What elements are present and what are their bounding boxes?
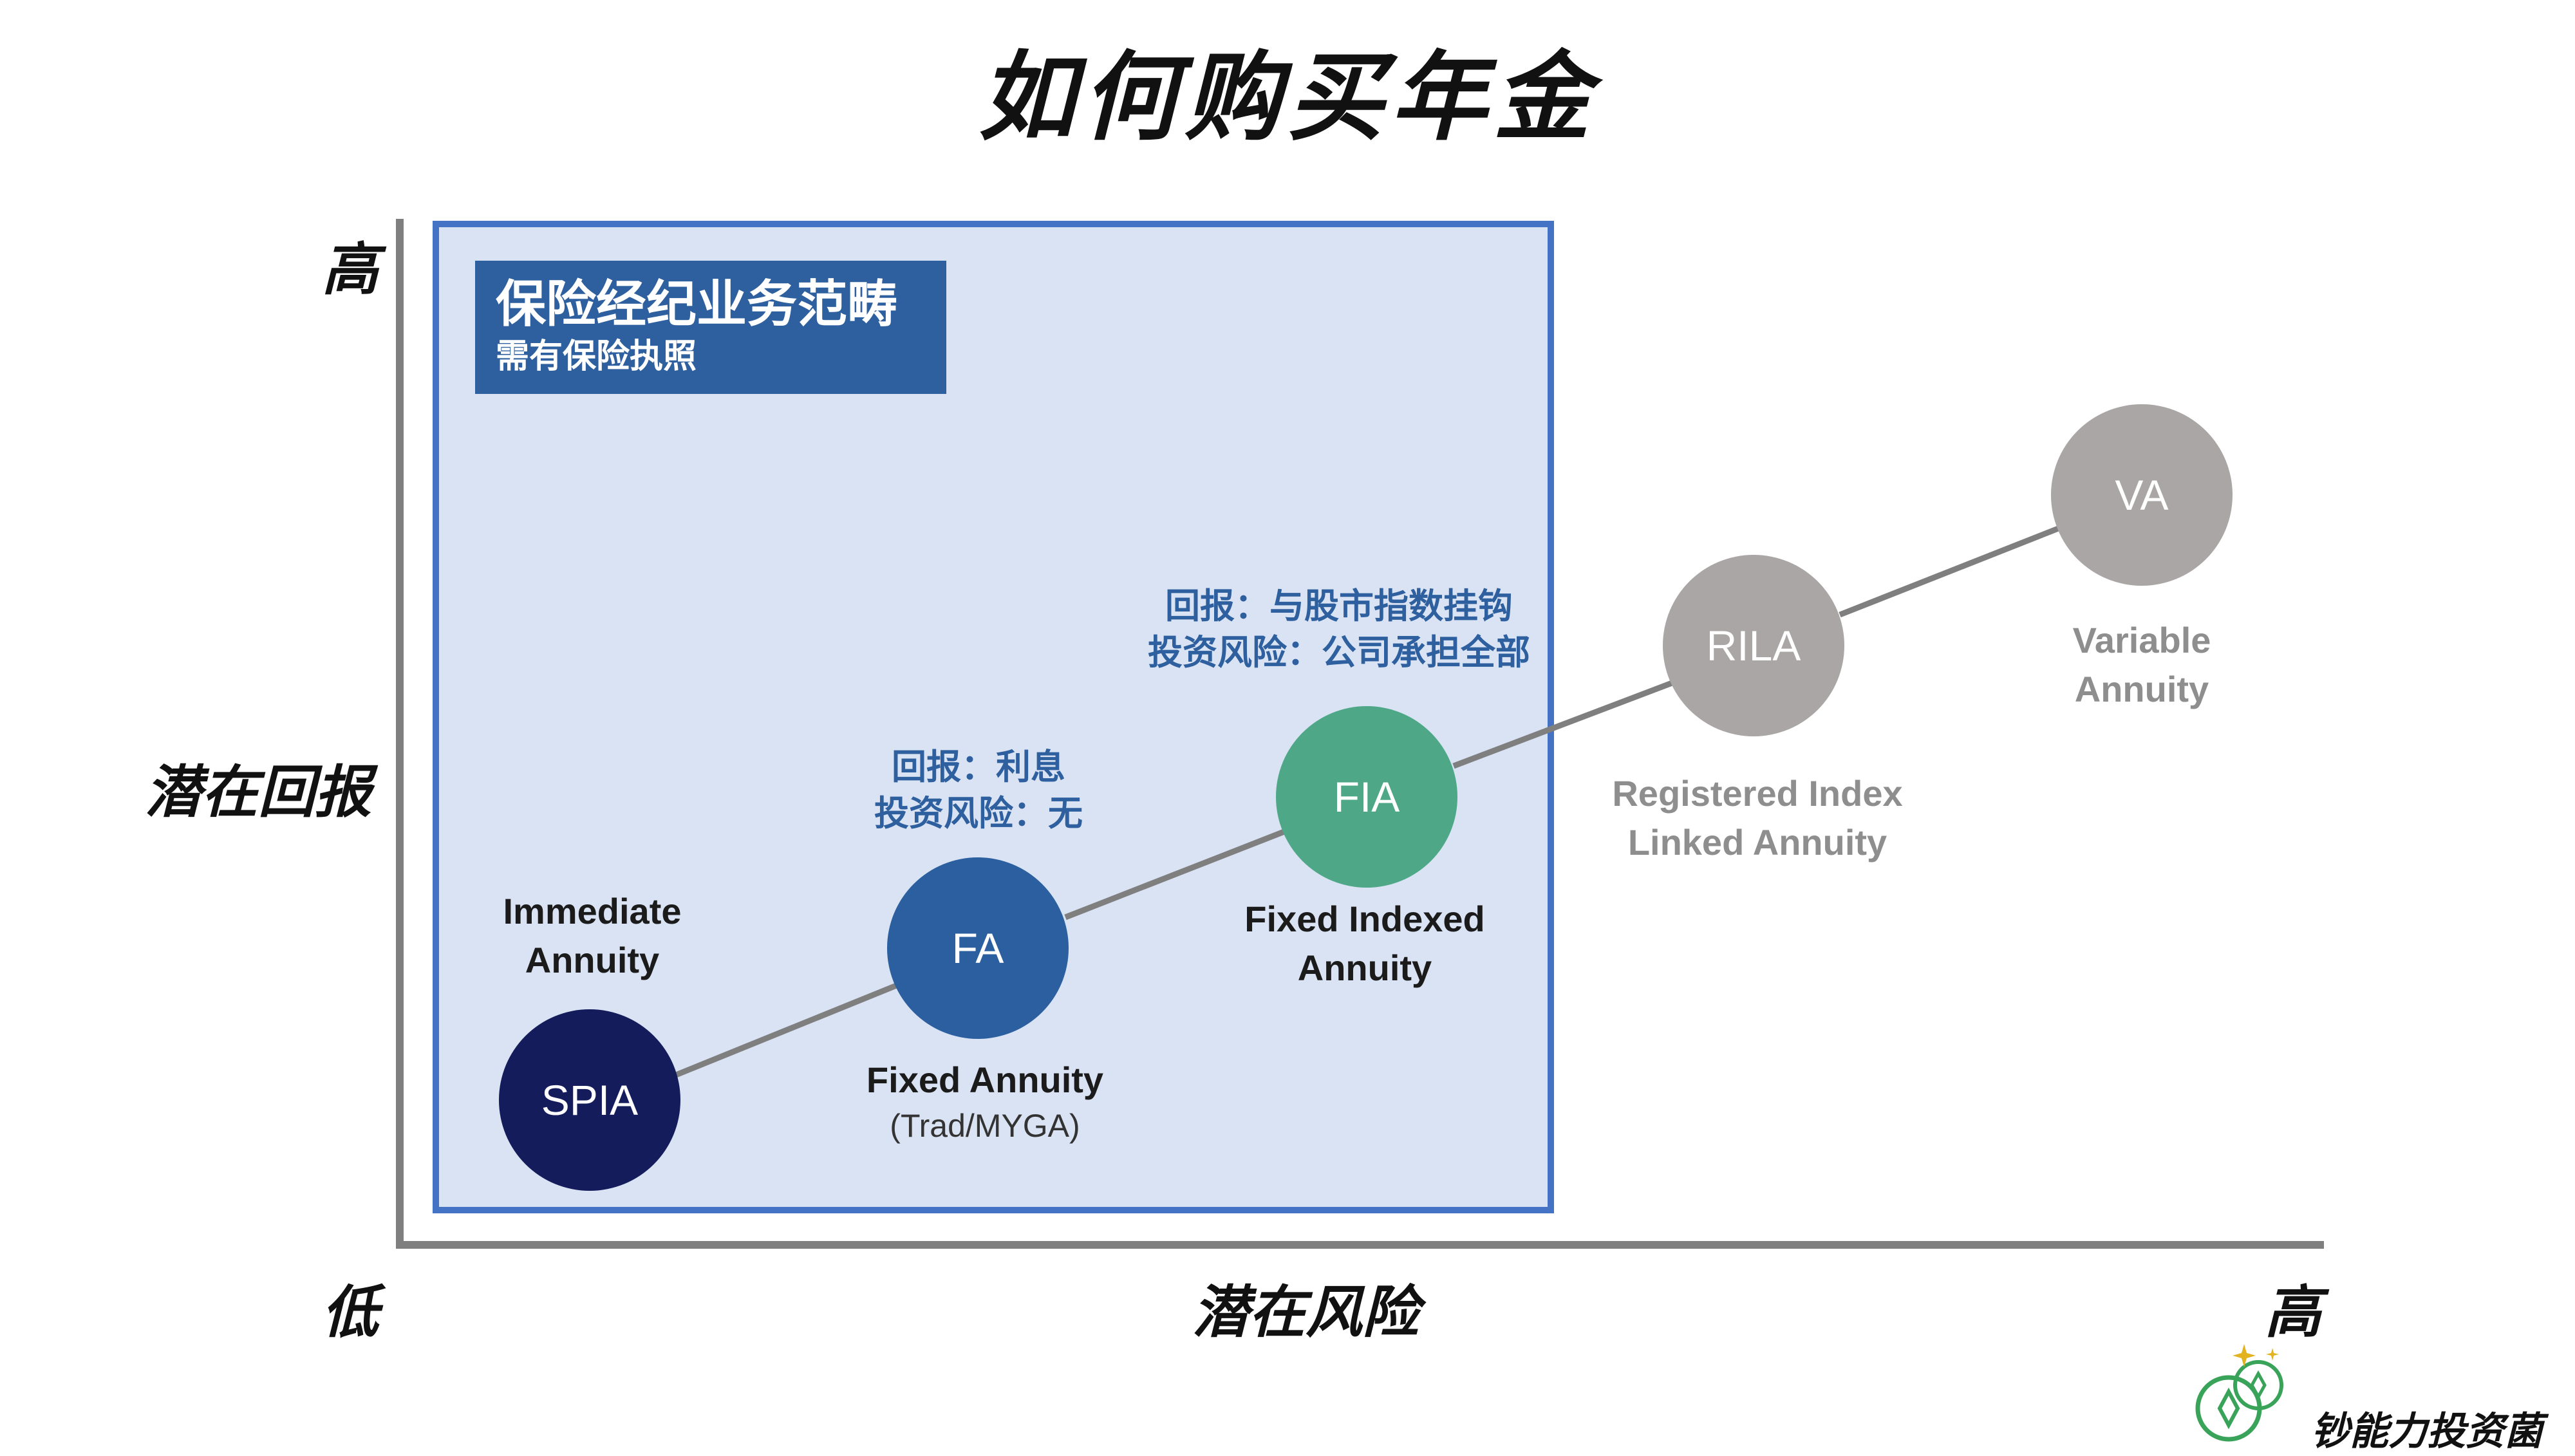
node-fa-sublabel: (Trad/MYGA) bbox=[890, 1108, 1080, 1144]
y-axis-line bbox=[396, 219, 404, 1249]
connector-fia-rila bbox=[1452, 679, 1675, 769]
node-spia-label: Immediate Annuity bbox=[503, 891, 682, 980]
node-spia: SPIA bbox=[499, 1009, 680, 1191]
node-fia: FIA bbox=[1276, 706, 1457, 888]
node-spia-abbr: SPIA bbox=[541, 1076, 639, 1124]
node-va-label: Variable Annuity bbox=[2072, 620, 2211, 709]
x-axis-line bbox=[396, 1241, 2324, 1249]
x-axis-high-label: 高 bbox=[2265, 1279, 2322, 1345]
node-fa: FA bbox=[887, 857, 1069, 1039]
page-title: 如何购买年金 bbox=[978, 42, 1596, 154]
connector-fa-fia bbox=[1064, 827, 1289, 920]
y-axis-high-label: 高 bbox=[322, 236, 379, 303]
node-fia-abbr: FIA bbox=[1333, 773, 1400, 821]
connector-rila-va bbox=[1839, 523, 2065, 618]
node-rila-abbr: RILA bbox=[1706, 622, 1801, 669]
brand-watermark: 钞能力投资菌 bbox=[2182, 1339, 2569, 1454]
scope-title: 保险经纪业务范畴 bbox=[496, 275, 898, 333]
brand-name: 钞能力投资菌 bbox=[2311, 1409, 2543, 1454]
node-va-abbr: VA bbox=[2115, 471, 2169, 519]
node-rila-label: Registered Index Linked Annuity bbox=[1612, 773, 1903, 863]
node-fa-label: Fixed Annuity bbox=[866, 1059, 1104, 1100]
x-axis-title: 潜在风险 bbox=[1192, 1279, 1419, 1345]
scope-label-box: 保险经纪业务范畴 需有保险执照 bbox=[475, 261, 946, 394]
fa-return-note: 回报：利息 投资风险：无 bbox=[874, 746, 1083, 834]
y-axis-title: 潜在回报 bbox=[145, 759, 372, 825]
scope-subtitle: 需有保险执照 bbox=[496, 337, 697, 376]
node-rila: RILA bbox=[1663, 555, 1844, 736]
fia-return-note: 回报：与股市指数挂钩 投资风险：公司承担全部 bbox=[1148, 585, 1530, 673]
coin-logo-icon bbox=[2195, 1344, 2283, 1442]
node-va: VA bbox=[2051, 404, 2233, 586]
node-fia-label: Fixed Indexed Annuity bbox=[1244, 899, 1485, 988]
node-fa-abbr: FA bbox=[951, 924, 1004, 972]
connector-spia-fa bbox=[675, 982, 899, 1078]
axis-low-label: 低 bbox=[322, 1279, 379, 1345]
